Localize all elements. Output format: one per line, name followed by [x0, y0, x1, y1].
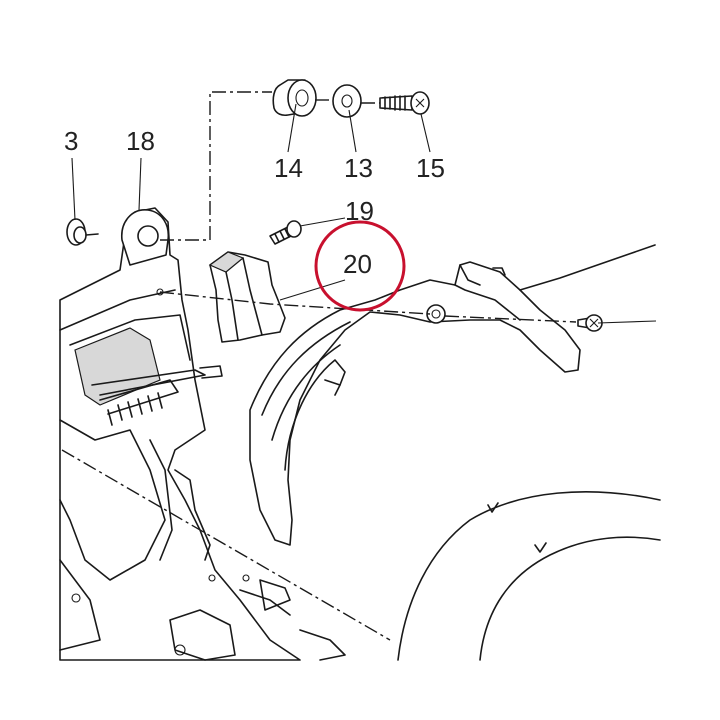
callout-15: 15	[416, 153, 445, 183]
part-18-bracket-ear	[121, 209, 170, 266]
callout-20: 20	[343, 249, 372, 279]
callout-14: 14	[274, 153, 303, 183]
highlight-circle	[314, 220, 406, 312]
part-13-washer	[332, 84, 362, 118]
rear-tire-outline	[397, 491, 661, 661]
rear-mudguard	[249, 244, 656, 546]
leader-lines	[71, 103, 657, 324]
assembly-lines	[61, 91, 577, 641]
frame-bracket	[59, 207, 346, 661]
callout-13: 13	[344, 153, 373, 183]
part-3-grommet	[66, 218, 99, 246]
part-14-rubber-bush	[272, 79, 317, 117]
callout-3: 3	[64, 126, 78, 156]
callout-18: 18	[126, 126, 155, 156]
part-20-cover	[208, 251, 286, 343]
part-19-screw	[269, 220, 302, 245]
mudguard-screw	[577, 314, 603, 332]
part-15-bolt	[379, 91, 430, 115]
